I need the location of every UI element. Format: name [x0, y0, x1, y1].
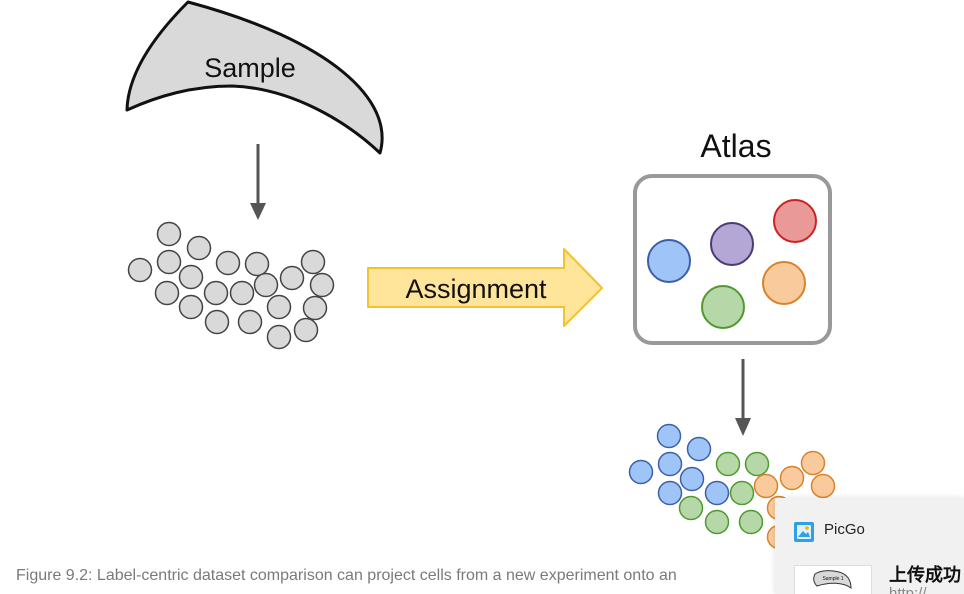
cell [244, 251, 270, 277]
cell [744, 451, 770, 477]
notification-app-name: PicGo [824, 521, 865, 538]
cell [237, 309, 263, 335]
cell [253, 272, 279, 298]
cell [178, 264, 204, 290]
cell [156, 249, 182, 275]
cell [203, 280, 229, 306]
atlas-cluster-orange [762, 261, 806, 305]
cell [628, 459, 654, 485]
notification-url[interactable]: http:// [889, 585, 927, 594]
cell [178, 294, 204, 320]
sample-arrow-head [250, 203, 266, 220]
thumbnail-image: Sample 1 [813, 570, 852, 589]
picgo-app-icon [794, 522, 814, 542]
figure-caption: Figure 9.2: Label-centric dataset compar… [16, 567, 677, 584]
cell [266, 294, 292, 320]
atlas-cluster-blue [647, 239, 691, 283]
notification-title: 上传成功 [889, 565, 961, 586]
cell [686, 436, 712, 462]
cell [704, 480, 730, 506]
cell [302, 295, 328, 321]
cell [715, 451, 741, 477]
picgo-notification[interactable]: PicGo Sample 1 上传成功 http:// [775, 498, 964, 594]
cell [656, 423, 682, 449]
cell [300, 249, 326, 275]
cell [753, 473, 779, 499]
cell [279, 265, 305, 291]
atlas-arrow-head [735, 418, 751, 436]
cell [127, 257, 153, 283]
assignment-label: Assignment [405, 274, 547, 304]
cell [704, 509, 730, 535]
cell [229, 280, 255, 306]
cell [215, 250, 241, 276]
atlas-cluster-purple [710, 222, 754, 266]
cell [186, 235, 212, 261]
figure-diagram: Sample Assignment Atlas [125, 0, 836, 550]
assignment-arrow [367, 248, 603, 327]
assigned-cells-green [678, 451, 770, 535]
cell [678, 495, 704, 521]
assigned-cells-blue [628, 423, 730, 506]
atlas-cluster-red [773, 199, 817, 243]
cell [738, 509, 764, 535]
cell [309, 272, 335, 298]
sample-cells [127, 221, 335, 350]
thumbnail-text: Sample 1 [822, 576, 843, 582]
cell [154, 280, 180, 306]
notification-thumbnail: Sample 1 [794, 565, 872, 594]
cell [293, 317, 319, 343]
cell [657, 480, 683, 506]
cell [729, 480, 755, 506]
atlas-label: Atlas [700, 128, 771, 164]
cell [810, 473, 836, 499]
cell [266, 324, 292, 350]
cell [204, 309, 230, 335]
atlas-cluster-green [701, 285, 745, 329]
cell [657, 451, 683, 477]
cell [800, 450, 826, 476]
cell [779, 465, 805, 491]
sample-shape [125, 0, 384, 155]
cell [679, 466, 705, 492]
cell [156, 221, 182, 247]
sample-label: Sample [204, 53, 296, 83]
